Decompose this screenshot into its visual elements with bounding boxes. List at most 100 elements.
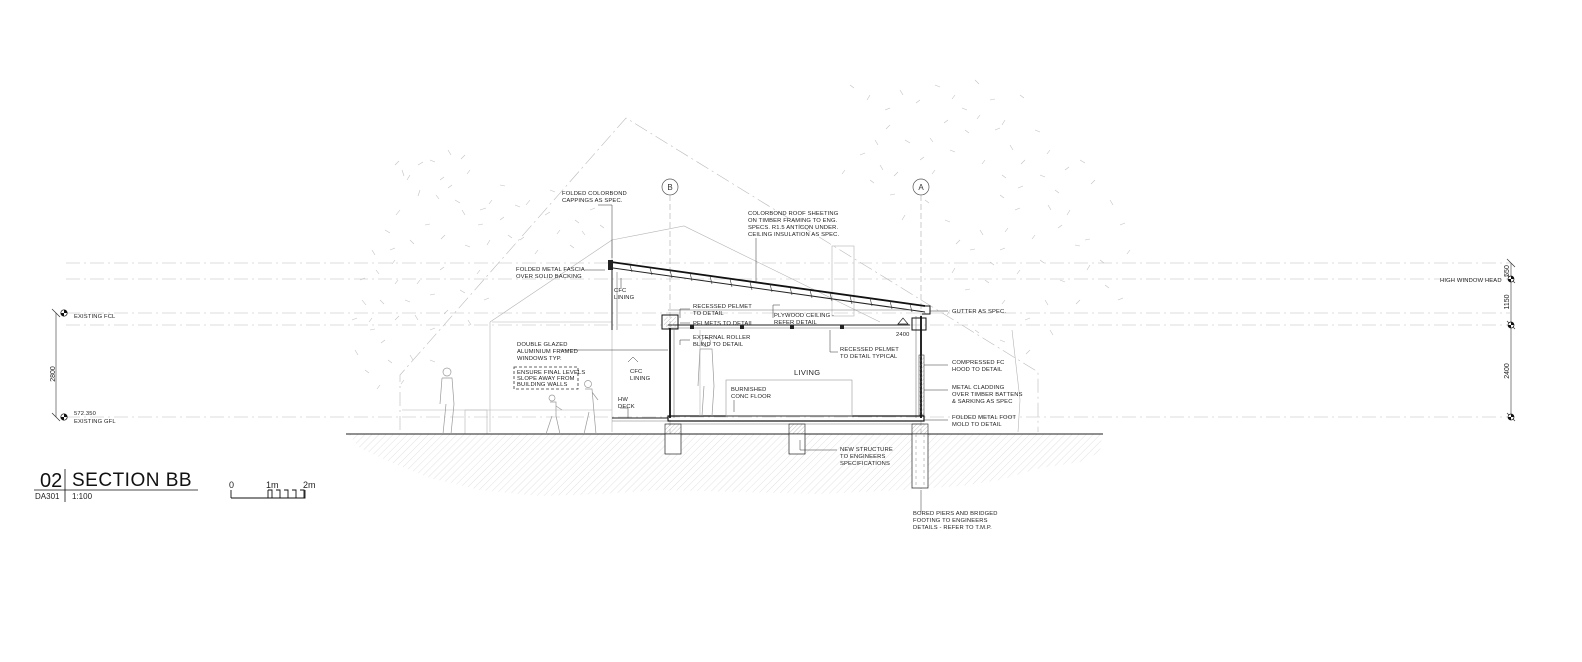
tree-right <box>841 79 1131 355</box>
note-foot-1: FOLDED METAL FOOT <box>952 415 1016 421</box>
metal-cladding <box>918 354 925 416</box>
note-new-struct-2: TO ENGINEERS <box>840 454 886 460</box>
note-pelmet-typ-1: RECESSED PELMET <box>840 347 899 353</box>
note-burnished-1: BURNISHED <box>731 387 767 393</box>
ground-hatch <box>348 434 1102 496</box>
cfc-arrow <box>627 356 639 363</box>
note-piers-2: FOOTING TO ENGINEERS <box>913 518 988 524</box>
pelmet-left-fill <box>664 317 676 327</box>
grid-label-a: A <box>918 183 924 192</box>
note-piers-3: DETAILS - REFER TO T.M.P. <box>913 525 992 531</box>
ground <box>346 433 1103 496</box>
building-section <box>608 260 931 489</box>
note-foot-2: MOLD TO DETAIL <box>952 422 1002 428</box>
chimney <box>831 245 855 317</box>
note-hood-1: COMPRESSED FC <box>952 360 1005 366</box>
note-double-glazed-1: DOUBLE GLAZED <box>517 342 568 348</box>
scale-bar-ticks <box>268 489 305 498</box>
note-gutter: GUTTER AS SPEC. <box>952 309 1006 315</box>
ceiling-lights <box>690 325 844 329</box>
dim-left-height: 2800 <box>50 366 57 382</box>
person-runner <box>583 380 599 435</box>
fcl-level-marker <box>60 309 68 317</box>
background-context <box>351 79 1131 435</box>
person-inside <box>697 337 715 417</box>
hood-right <box>911 317 927 331</box>
right-level-marker-1 <box>1507 275 1515 283</box>
note-cfc-top-1: CFC <box>614 288 626 294</box>
note-plywood-1: PLYWOOD CEILING - <box>774 313 834 319</box>
leaders <box>560 204 948 512</box>
note-ensure-3: BUILDING WALLS <box>517 382 568 388</box>
note-piers-1: BORED PIERS AND BRIDGED <box>913 511 998 517</box>
scale-bar: 0 1m 2m <box>229 480 316 499</box>
right-level-marker-2 <box>1507 321 1515 329</box>
note-fascia-2: OVER SOLID BACKING <box>516 274 582 280</box>
gutter <box>922 305 931 315</box>
note-ensure-2: SLOPE AWAY FROM <box>517 376 575 382</box>
note-hw-2: DECK <box>618 404 635 410</box>
note-roof-4: CEILING INSULATION AS SPEC. <box>748 232 839 238</box>
note-pelmets: PELMETS TO DETAIL <box>693 321 754 327</box>
tree-trunk <box>1011 329 1021 433</box>
level-existing-gfl: EXISTING GFL <box>74 419 116 425</box>
note-roof-1: COLORBOND ROOF SHEETING <box>748 211 839 217</box>
note-hw-1: HW <box>618 397 628 403</box>
drawing-scale: 1:100 <box>72 492 93 501</box>
note-pelmet-2: TO DETAIL <box>693 311 724 317</box>
note-burnished-2: CONC FLOOR <box>731 394 771 400</box>
note-cfc-lower-2: LINING <box>630 376 651 382</box>
tree-left <box>351 149 605 390</box>
note-roof-2: ON TIMBER FRAMING TO ENG. <box>748 218 838 224</box>
annotation-text: FOLDED COLORBOND CAPPINGS AS SPEC. COLOR… <box>516 191 1023 531</box>
note-cladding-2: OVER TIMBER BATTENS <box>952 392 1023 398</box>
scale-label-0: 0 <box>229 480 234 490</box>
scale-bar-line <box>230 490 306 499</box>
roof-sheeting <box>610 261 926 307</box>
roof-underside <box>612 267 926 313</box>
gfl-level-marker <box>60 413 68 421</box>
note-roof-3: SPECS. R1.5 ANTICON UNDER. <box>748 225 838 231</box>
note-new-struct-1: NEW STRUCTURE <box>840 447 893 453</box>
dim-right-top: 550 <box>1504 265 1511 277</box>
opening-marker <box>897 317 909 325</box>
note-cladding-3: & SARKING AS SPEC <box>952 399 1013 405</box>
note-cfc-lower-1: CFC <box>630 369 642 375</box>
note-pelmet-typ-2: TO DETAIL TYPICAL <box>840 354 898 360</box>
person-child <box>545 394 563 435</box>
note-ext-roller-1: EXTERNAL ROLLER <box>693 335 750 341</box>
section-number: 02 <box>40 470 62 492</box>
right-dimension-group: HIGH WINDOW HEAD 550 1150 2400 <box>1440 258 1516 422</box>
people-figures <box>439 337 715 435</box>
footings <box>664 423 929 489</box>
ensure-levels-box <box>513 366 579 390</box>
note-pelmet-1: RECESSED PELMET <box>693 304 752 310</box>
note-double-glazed-3: WINDOWS TYP. <box>517 356 562 362</box>
section-title: SECTION BB <box>72 470 192 491</box>
note-capping-1: FOLDED COLORBOND <box>562 191 627 197</box>
note-fascia-1: FOLDED METAL FASCIA <box>516 267 585 273</box>
neighbour-gable-outline <box>399 117 1039 432</box>
existing-wall-block <box>464 409 488 435</box>
roof-battens <box>629 264 913 313</box>
level-high-window-head: HIGH WINDOW HEAD <box>1440 278 1502 284</box>
note-plywood-2: REFER DETAIL <box>774 320 818 326</box>
level-existing-fcl: EXISTING FCL <box>74 314 116 320</box>
right-level-marker-3 <box>1507 413 1515 421</box>
note-hood-2: HOOD TO DETAIL <box>952 367 1003 373</box>
scale-label-2m: 2m <box>303 480 316 490</box>
note-cfc-top-2: LINING <box>614 295 635 301</box>
joinery-unit <box>725 379 853 417</box>
note-capping-2: CAPPINGS AS SPEC. <box>562 198 623 204</box>
note-ensure-1: ENSURE FINAL LEVELS <box>517 370 585 376</box>
scale-label-1m: 1m <box>266 480 279 490</box>
grid-label-b: B <box>667 183 672 192</box>
dim-right-bottom: 2400 <box>1504 363 1511 379</box>
note-cladding-1: METAL CLADDING <box>952 385 1005 391</box>
note-new-struct-3: SPECIFICATIONS <box>840 461 890 467</box>
note-double-glazed-2: ALUMINIUM FRAMED <box>517 349 578 355</box>
fascia <box>608 260 613 270</box>
person-left <box>439 367 455 435</box>
